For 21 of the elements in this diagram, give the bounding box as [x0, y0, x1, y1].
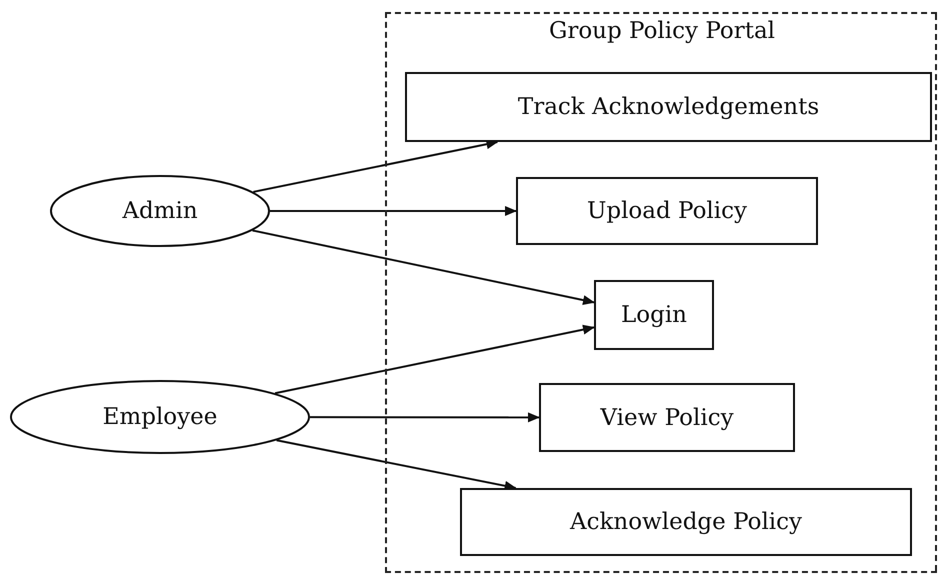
arrow: [270, 206, 517, 216]
node-label: Admin: [122, 198, 198, 224]
use-case-box: [405, 72, 932, 142]
use-case-box: [516, 177, 818, 245]
node-label: Upload Policy: [586, 198, 748, 224]
use-case-box: [539, 383, 795, 452]
use-case-box: [594, 280, 714, 350]
node-label: Employee: [102, 404, 218, 430]
arrow: [276, 439, 517, 491]
arrow: [310, 412, 540, 422]
arrow: [274, 324, 595, 394]
actor-ellipse: [50, 175, 270, 247]
node-label: View Policy: [600, 404, 734, 430]
node-label: Login: [620, 302, 687, 328]
node-label: Acknowledge Policy: [570, 509, 802, 535]
boundary-title: Group Policy Portal: [548, 18, 776, 44]
actor-ellipse: [10, 380, 310, 454]
system-boundary: [385, 12, 937, 573]
arrow: [252, 230, 595, 305]
use-case-box: [460, 488, 912, 556]
node-label: Track Acknowledgements: [518, 94, 820, 120]
